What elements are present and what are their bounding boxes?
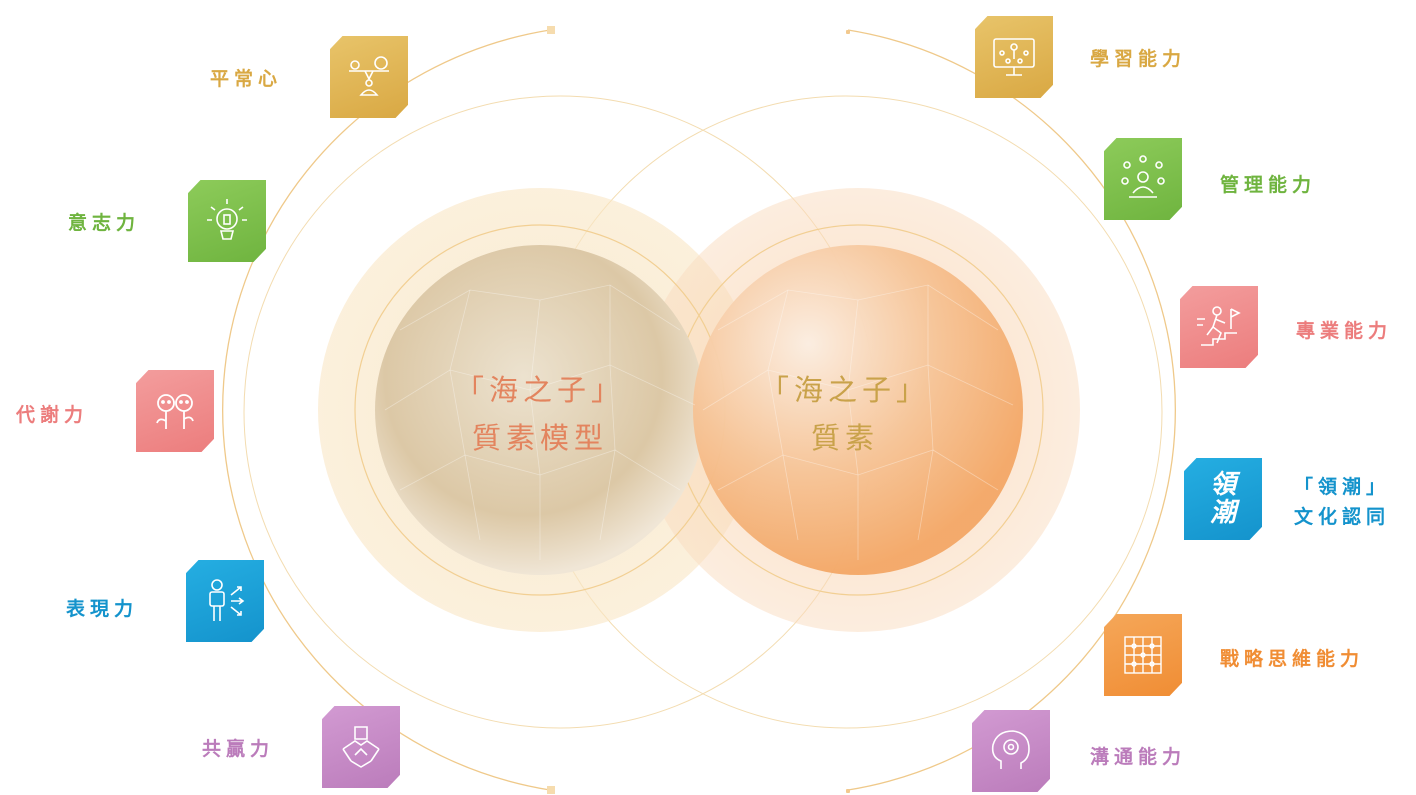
right-sphere <box>693 245 1023 575</box>
grid-network-icon <box>1104 614 1182 696</box>
right-item-label-3: 「領潮」 文化認同 <box>1294 472 1390 532</box>
calligraphy-char-chao: 潮 <box>1209 498 1236 528</box>
left-item-label-1: 意志力 <box>68 212 141 234</box>
person-arrows-icon <box>186 560 264 642</box>
center-right-title-line1: 「海之子」 <box>759 373 930 407</box>
left-item-label-3: 表現力 <box>66 598 139 620</box>
left-item-label-4: 共贏力 <box>202 738 275 760</box>
joined-hands-icon <box>322 706 400 788</box>
orbit-endpoint-marker <box>547 26 555 34</box>
right-item-label-5: 溝通能力 <box>1090 746 1187 768</box>
center-right-title: 「海之子」 質素 <box>745 366 945 462</box>
left-item-label-2: 代謝力 <box>16 404 89 426</box>
left-geodesic-lines <box>384 284 696 560</box>
two-people-plants-icon <box>136 370 214 452</box>
left-sphere <box>375 245 705 575</box>
center-right-title-line2: 質素 <box>810 421 879 455</box>
right-item-label-3-line1: 「領潮」 <box>1294 476 1391 498</box>
center-left-title-line2: 質素模型 <box>471 421 608 455</box>
center-left-title-line1: 「海之子」 <box>454 373 625 407</box>
climbing-flag-icon <box>1180 286 1258 368</box>
orbit-endpoint-dot <box>846 789 850 793</box>
orbit-endpoint-marker <box>547 786 555 794</box>
calligraphy-char-ling: 領 <box>1209 470 1236 500</box>
right-item-label-2: 專業能力 <box>1296 320 1393 342</box>
right-item-label-4: 戰略思維能力 <box>1220 648 1365 670</box>
calligraphy-lingchao-icon: 領 潮 <box>1184 458 1262 540</box>
computer-network-icon <box>975 16 1053 98</box>
team-leader-icon <box>1104 138 1182 220</box>
balance-meditation-icon <box>330 36 408 118</box>
right-item-label-1: 管理能力 <box>1220 174 1317 196</box>
right-item-label-3-line2: 文化認同 <box>1294 506 1391 528</box>
center-left-title: 「海之子」 質素模型 <box>440 366 640 462</box>
lightbulb-person-icon <box>188 180 266 262</box>
head-profile-icon <box>972 710 1050 792</box>
right-geodesic-lines <box>702 284 1014 560</box>
left-item-label-0: 平常心 <box>210 68 283 90</box>
right-item-label-0: 學習能力 <box>1090 48 1187 70</box>
orbit-endpoint-dot <box>846 30 850 34</box>
